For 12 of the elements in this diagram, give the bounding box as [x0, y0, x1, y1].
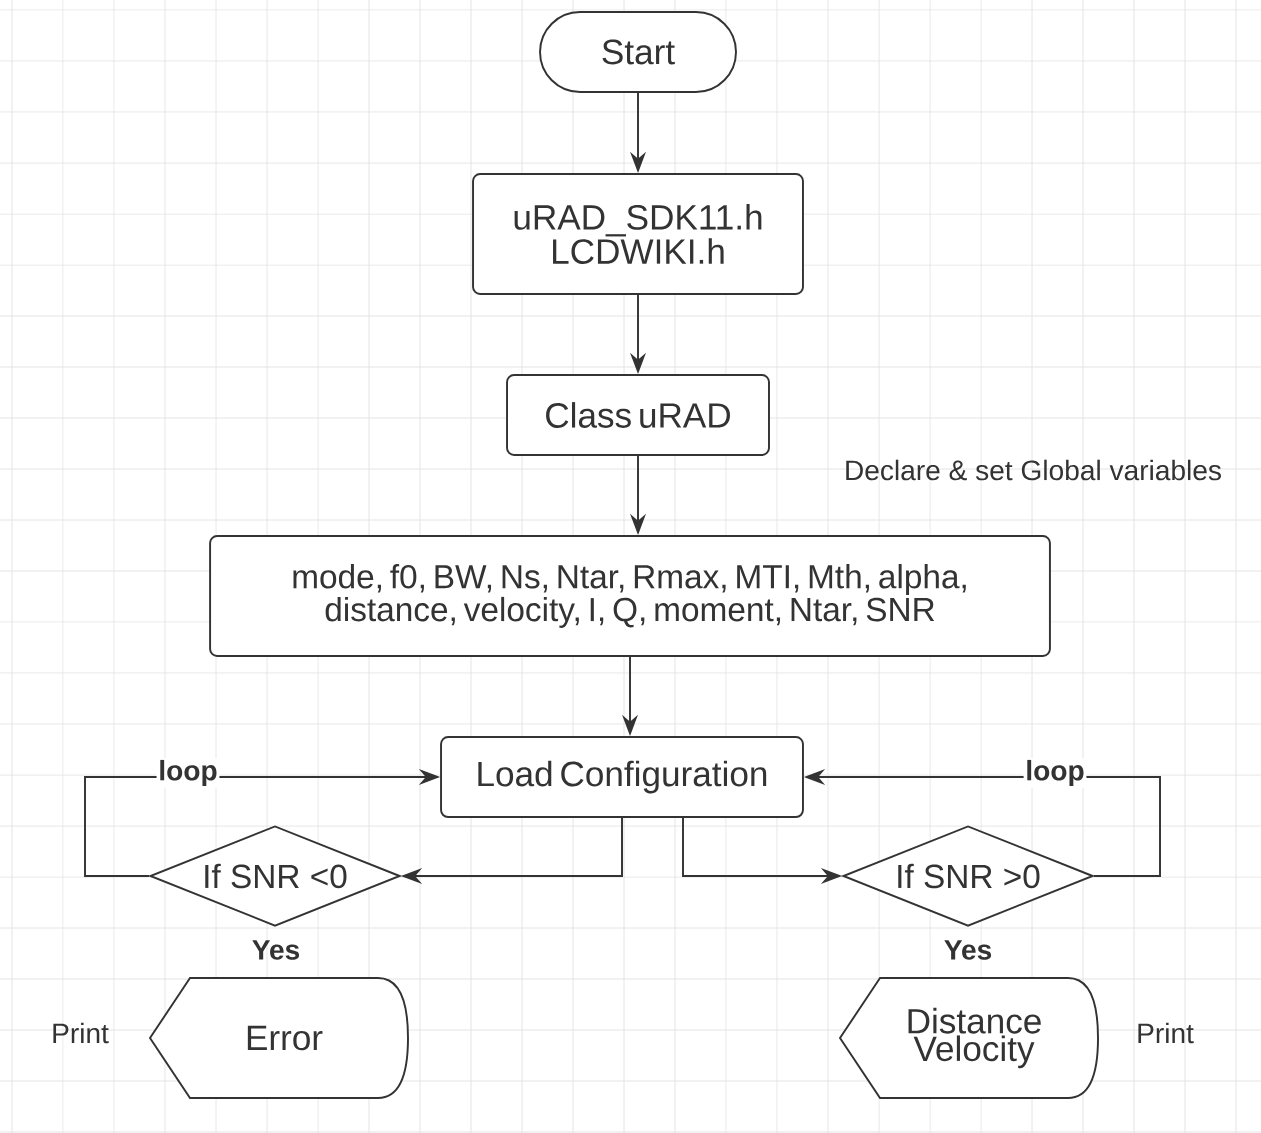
edge-label: loop	[156, 758, 220, 788]
edge-label: loop	[1023, 758, 1087, 788]
yes-label: Yes	[252, 940, 300, 960]
process-box: Class uRAD	[506, 374, 770, 456]
yes-label: Yes	[944, 940, 992, 960]
start-terminal: Start	[539, 11, 737, 93]
process-box: mode, f0, BW, Ns, Ntar, Rmax, MTI, Mth, alpha, distance, velocity, I, Q, moment, Ntar, SNR	[209, 535, 1051, 657]
print-label: Print	[1138, 1022, 1194, 1044]
process-box: uRAD_SDK11.h LCDWIKI.h	[472, 173, 804, 295]
annotation-text: Declare & set Global variables	[846, 459, 1221, 481]
process-box: Load Configuration	[440, 736, 804, 818]
print-label: Print	[53, 1022, 109, 1044]
